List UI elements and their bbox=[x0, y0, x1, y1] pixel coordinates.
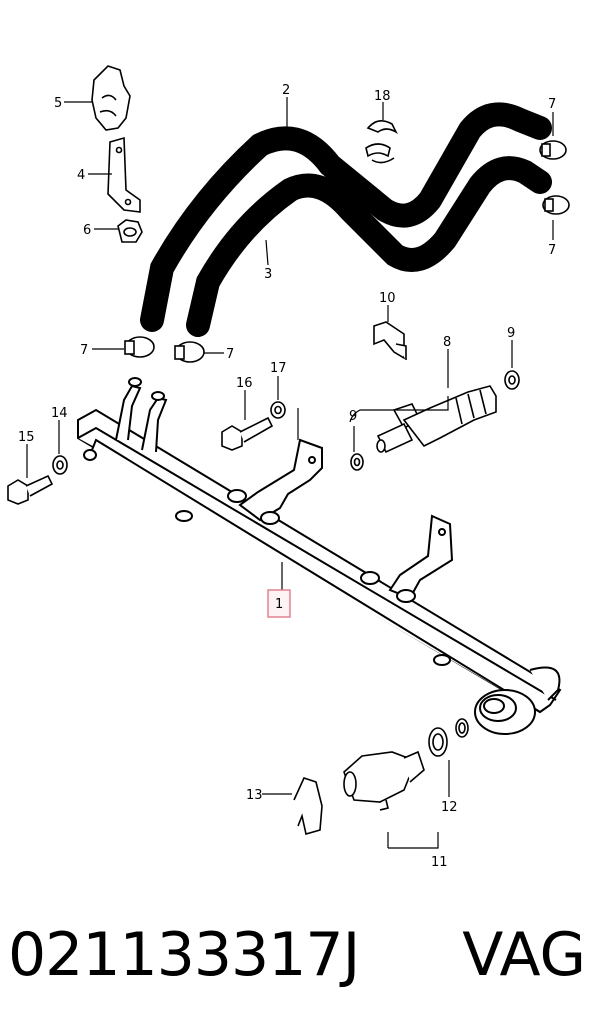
bolt-15 bbox=[7, 474, 54, 505]
callout-11: 11 bbox=[431, 855, 448, 870]
hose-clamp-7a bbox=[539, 140, 567, 160]
callout-6: 6 bbox=[83, 223, 91, 238]
callout-3: 3 bbox=[264, 267, 272, 282]
callout-7d: 7 bbox=[226, 347, 234, 362]
nut-6 bbox=[117, 219, 143, 243]
part-number: 021133317J bbox=[8, 920, 360, 990]
callout-9b: 9 bbox=[349, 409, 357, 424]
o-ring-12b bbox=[455, 718, 469, 738]
clip-13 bbox=[293, 777, 323, 836]
seal-9b bbox=[350, 453, 364, 471]
hose-2 bbox=[140, 102, 552, 332]
hose-clamp-7c bbox=[124, 336, 155, 358]
bracket-5 bbox=[91, 65, 131, 131]
callout-15: 15 bbox=[18, 430, 35, 445]
pressure-regulator-11 bbox=[343, 750, 425, 811]
callout-8: 8 bbox=[443, 335, 451, 350]
bracket-4 bbox=[107, 136, 141, 213]
callout-16: 16 bbox=[236, 376, 253, 391]
footer: 021133317J VAG bbox=[0, 905, 600, 1005]
callout-7c: 7 bbox=[80, 343, 88, 358]
injector-8 bbox=[376, 385, 497, 454]
callout-2: 2 bbox=[282, 83, 290, 98]
callout-18: 18 bbox=[374, 89, 391, 104]
brand-name: VAG bbox=[462, 920, 586, 990]
callout-17: 17 bbox=[270, 361, 287, 376]
callout-5: 5 bbox=[54, 96, 62, 111]
washer-17 bbox=[270, 401, 286, 419]
callout-9a: 9 bbox=[507, 326, 515, 341]
callout-12: 12 bbox=[441, 800, 458, 815]
bracket-10 bbox=[373, 321, 407, 360]
leader-lines bbox=[26, 97, 554, 849]
hose-clamp-7d bbox=[174, 341, 205, 363]
hose-3 bbox=[186, 156, 552, 337]
clip-18 bbox=[365, 120, 398, 164]
callout-14: 14 bbox=[51, 406, 68, 421]
fuel-rail-1 bbox=[77, 377, 562, 735]
callout-13: 13 bbox=[246, 788, 263, 803]
callout-7a: 7 bbox=[548, 97, 556, 112]
callout-4: 4 bbox=[77, 168, 85, 183]
seal-9a bbox=[504, 370, 520, 390]
callout-7b: 7 bbox=[548, 243, 556, 258]
bolt-16 bbox=[221, 416, 274, 451]
callout-1-highlight-box bbox=[267, 589, 291, 618]
washer-14 bbox=[52, 455, 68, 475]
callout-1: 1 bbox=[275, 597, 283, 612]
callout-10: 10 bbox=[379, 291, 396, 306]
callout-numbers: 2 3 5 4 6 18 7 7 7 7 10 8 9 9 16 17 14 1… bbox=[18, 83, 556, 870]
o-ring-12a bbox=[428, 727, 448, 757]
hose-clamp-7b bbox=[542, 195, 570, 215]
